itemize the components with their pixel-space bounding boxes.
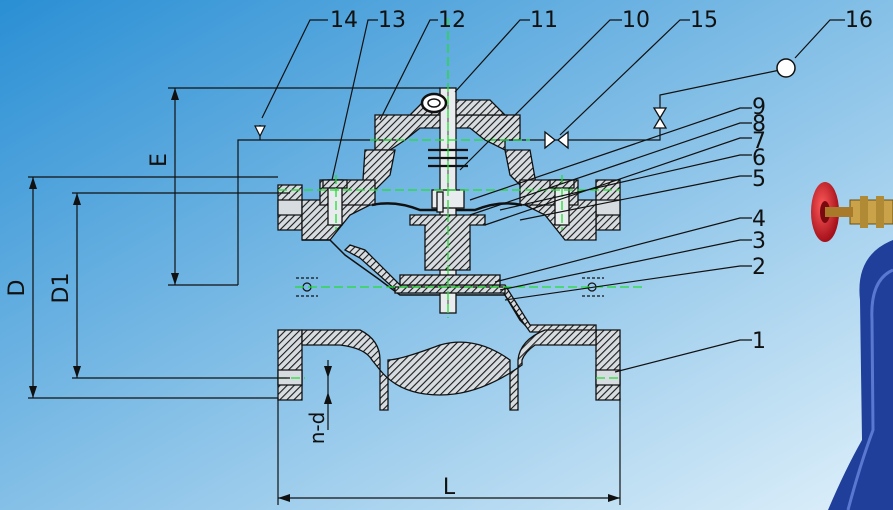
callout-15: 15 <box>690 8 718 33</box>
valve-photo <box>811 182 893 510</box>
callout-16: 16 <box>845 8 873 33</box>
callout-12: 12 <box>438 8 466 33</box>
callout-5: 5 <box>752 167 766 192</box>
dimension-arrows <box>29 88 620 502</box>
ball-valve-icon <box>544 130 569 150</box>
centerlines <box>278 18 645 379</box>
pressure-gauge-icon <box>776 58 796 78</box>
callout-14: 14 <box>330 8 358 33</box>
callout-2: 2 <box>752 255 766 280</box>
dimension-labels: D D1 E L n-d <box>5 153 456 500</box>
callout-7: 7 <box>752 129 766 154</box>
dim-label-d1: D1 <box>49 273 74 304</box>
check-valve-icon <box>652 107 668 129</box>
callout-3: 3 <box>752 229 766 254</box>
dim-label-l: L <box>443 475 456 500</box>
callout-10: 10 <box>622 8 650 33</box>
dim-label-e: E <box>147 153 172 167</box>
callout-1: 1 <box>752 329 766 354</box>
callout-11: 11 <box>530 8 558 33</box>
callout-numbers: 14 13 12 11 10 15 16 9 8 7 6 5 4 3 2 1 <box>330 8 873 354</box>
red-handwheel-icon <box>811 182 853 242</box>
dim-label-nd: n-d <box>305 412 329 445</box>
dimension-lines <box>28 87 621 505</box>
callout-13: 13 <box>378 8 406 33</box>
needle-valve-icon <box>254 125 266 138</box>
leader-lines <box>261 19 845 373</box>
dim-label-d: D <box>5 280 30 297</box>
callout-8: 8 <box>752 112 766 137</box>
callout-4: 4 <box>752 207 766 232</box>
callout-9: 9 <box>752 95 766 120</box>
callout-6: 6 <box>752 146 766 171</box>
